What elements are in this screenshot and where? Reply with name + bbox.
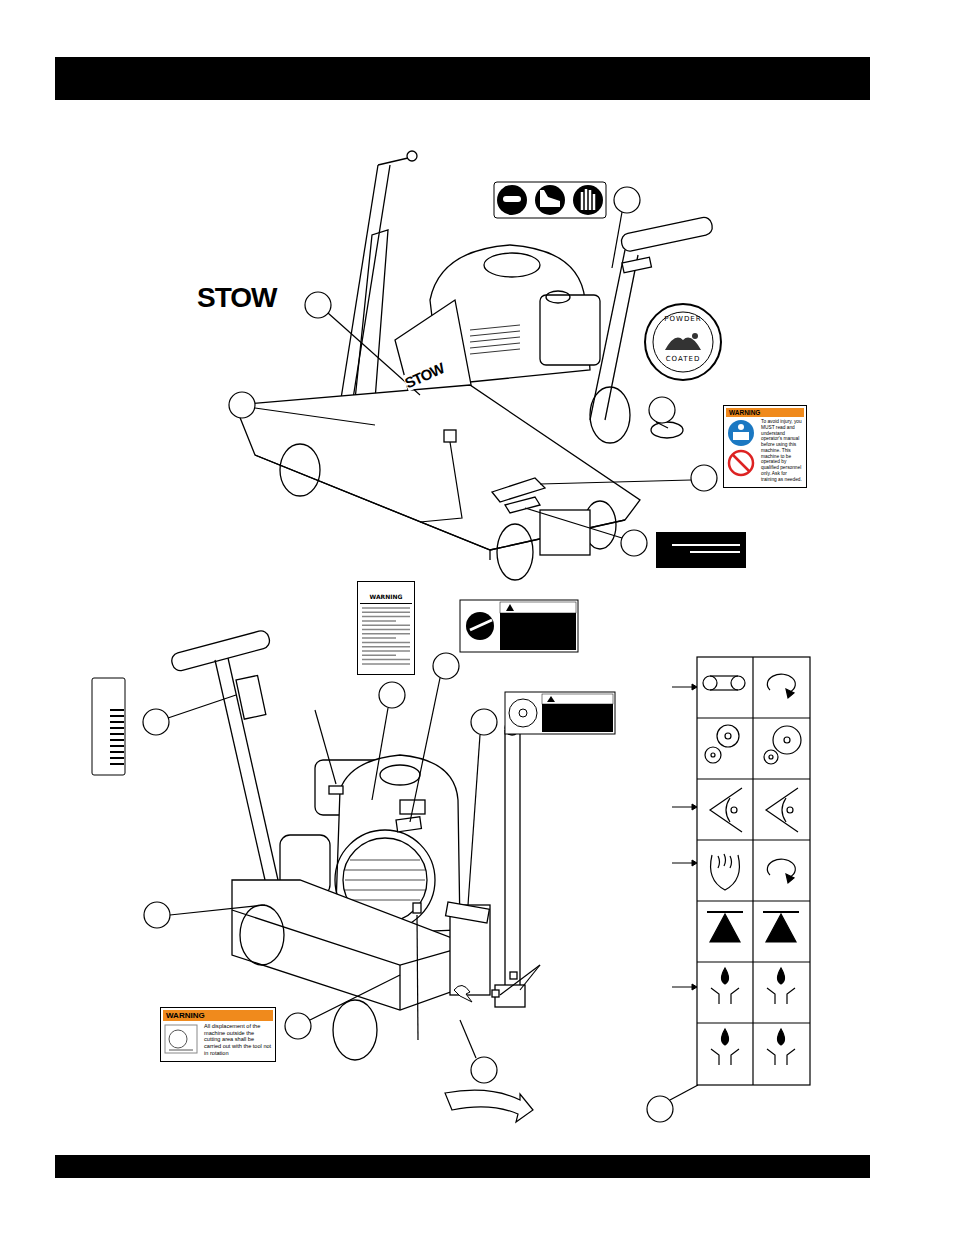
decal-icon (163, 1023, 199, 1083)
decal-header: WARNING (726, 408, 804, 417)
housing-logo: STOW (402, 359, 446, 391)
footer-bar (55, 1155, 870, 1178)
seal-text: COATED (643, 355, 723, 363)
seal-text: POWDER (643, 315, 723, 323)
warning-text: All displacement of the machine outside … (203, 1021, 273, 1059)
depth-gauge-decal (92, 678, 125, 775)
warning-heading: WARNING (370, 593, 403, 600)
bottom-machine (170, 629, 525, 1060)
warning-text: To avoid injury, you MUST read and under… (760, 417, 804, 484)
decal-header: WARNING (163, 1010, 273, 1021)
pictogram-grid (697, 657, 810, 1085)
seal-outline (643, 302, 723, 382)
callout-circles (229, 187, 717, 556)
rotation-arrow (445, 1090, 533, 1122)
name-plate-decal (656, 532, 746, 568)
warning-decal: WARNING (357, 581, 415, 675)
blade-decal (505, 692, 615, 734)
top-machine (235, 151, 714, 580)
fine-print (360, 604, 412, 668)
ppe-decal (494, 182, 606, 218)
warning-decal: WARNINGTo avoid injury, you MUST read an… (723, 405, 807, 488)
brand-logo: STOW (197, 282, 276, 314)
warning-heading: WARNING (729, 409, 760, 416)
pointer-arrows (672, 684, 697, 990)
callout-circles (143, 653, 698, 1122)
warning-decal: WARNINGAll displacement of the machine o… (160, 1007, 276, 1062)
coating-seal: POWDER COATED (643, 302, 723, 382)
header-bar (55, 57, 870, 100)
warning-heading: WARNING (166, 1011, 205, 1020)
decal-icon (726, 419, 756, 479)
hazard-decal (460, 600, 578, 652)
